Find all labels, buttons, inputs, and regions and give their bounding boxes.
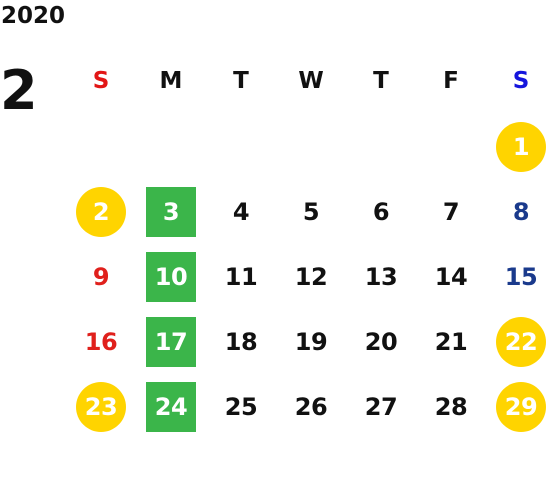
day-number: 6	[372, 197, 390, 226]
weekday-monday: M	[159, 68, 183, 94]
day-cell: 27	[346, 374, 416, 439]
day-cell: 29	[486, 374, 548, 439]
day-number: 19	[294, 327, 328, 356]
day-cell: 28	[416, 374, 486, 439]
day-number: 5	[302, 197, 320, 226]
day-cell: 5	[276, 179, 346, 244]
day-cell	[346, 114, 416, 179]
day-number: 14	[434, 262, 468, 291]
day-cell	[66, 114, 136, 179]
weekday-wednesday: W	[298, 68, 324, 94]
day-number: 21	[434, 327, 468, 356]
day-cell: 15	[486, 244, 548, 309]
day-cell: 24	[136, 374, 206, 439]
day-number: 9	[92, 262, 110, 291]
day-cell: 12	[276, 244, 346, 309]
day-cell: 1	[486, 114, 548, 179]
day-cell	[276, 114, 346, 179]
day-cell: 2	[66, 179, 136, 244]
day-number: 17	[146, 316, 196, 367]
day-cell: 13	[346, 244, 416, 309]
day-number: 1	[496, 121, 546, 172]
day-cell: 18	[206, 309, 276, 374]
day-number: 24	[146, 381, 196, 432]
year-label: 2020	[1, 3, 66, 29]
day-number: 11	[224, 262, 258, 291]
day-number: 26	[294, 392, 328, 421]
day-cell: 6	[346, 179, 416, 244]
day-number: 2	[76, 186, 126, 237]
day-number: 27	[364, 392, 398, 421]
day-number: 18	[224, 327, 258, 356]
day-number: 15	[504, 262, 538, 291]
day-cell: 25	[206, 374, 276, 439]
day-cell: 4	[206, 179, 276, 244]
weekday-thursday: T	[373, 68, 389, 94]
day-number: 20	[364, 327, 398, 356]
day-cell	[136, 114, 206, 179]
day-cell: 21	[416, 309, 486, 374]
day-cell: 7	[416, 179, 486, 244]
day-cell: 14	[416, 244, 486, 309]
day-cell	[206, 114, 276, 179]
day-cell: 8	[486, 179, 548, 244]
day-cell: 10	[136, 244, 206, 309]
day-number: 22	[496, 316, 546, 367]
day-number: 16	[84, 327, 118, 356]
day-cell: 3	[136, 179, 206, 244]
day-cell: 22	[486, 309, 548, 374]
day-number: 3	[146, 186, 196, 237]
day-number: 12	[294, 262, 328, 291]
day-cell: 26	[276, 374, 346, 439]
day-cell: 23	[66, 374, 136, 439]
day-number: 4	[232, 197, 250, 226]
day-number: 7	[442, 197, 460, 226]
day-cell: 11	[206, 244, 276, 309]
day-number: 29	[496, 381, 546, 432]
day-number: 10	[146, 251, 196, 302]
day-cell: 20	[346, 309, 416, 374]
day-cell	[416, 114, 486, 179]
weekday-sunday: S	[92, 68, 110, 94]
day-cell: 9	[66, 244, 136, 309]
day-number: 23	[76, 381, 126, 432]
day-cell: 17	[136, 309, 206, 374]
day-cell: 16	[66, 309, 136, 374]
month-number: 2	[0, 59, 38, 122]
day-number: 25	[224, 392, 258, 421]
day-number: 13	[364, 262, 398, 291]
weekday-tuesday: T	[233, 68, 249, 94]
day-number: 28	[434, 392, 468, 421]
day-number: 8	[512, 197, 530, 226]
day-cell: 19	[276, 309, 346, 374]
weekday-saturday: S	[512, 68, 530, 94]
weekday-friday: F	[443, 68, 459, 94]
